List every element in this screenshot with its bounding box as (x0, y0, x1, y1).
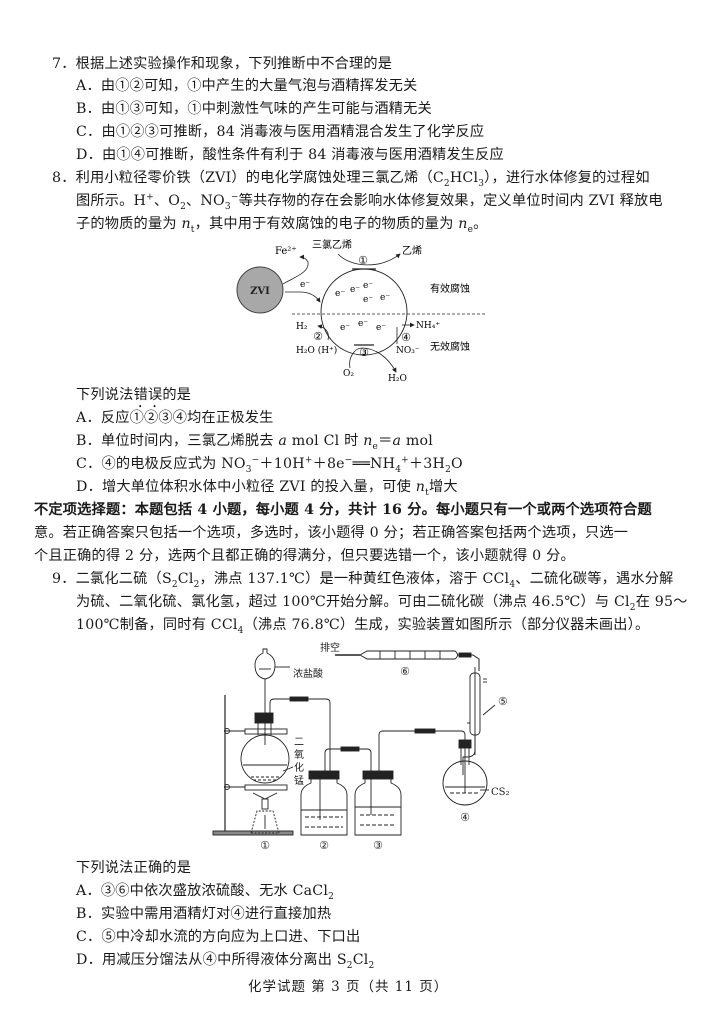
ineffective-corrosion-label: 无效腐蚀 (430, 340, 470, 353)
svg-text:⑥: ⑥ (400, 665, 410, 678)
q8-stem-line2: 图所示。H+、O2、NO3−等共存物的存在会影响水体修复效果，定义单位时间内 Z… (76, 192, 663, 212)
svg-text:②: ② (319, 839, 329, 850)
svg-text:③: ③ (359, 346, 369, 359)
q8-option-b: B．单位时间内，三氯乙烯脱去 a mol Cl 时 ne＝a mol (76, 433, 433, 452)
effective-corrosion-label: 有效腐蚀 (430, 282, 470, 295)
section-instructions-line3: 个且正确的得 2 分，选两个且都正确的得满分，但只要选错一个，该小题就得 0 分… (34, 548, 575, 564)
svg-text:e⁻: e⁻ (340, 323, 350, 333)
q7-option-b: B．由①③可知，①中刺激性气味的产生可能与酒精无关 (76, 101, 432, 117)
svg-text:e⁻: e⁻ (363, 281, 373, 291)
svg-text:NO₃⁻: NO₃⁻ (396, 346, 420, 356)
svg-text:e⁻: e⁻ (358, 319, 368, 329)
svg-text:①: ① (358, 254, 368, 267)
conc-hcl-label: 浓盐酸 (293, 667, 323, 680)
q9-option-d: D．用减压分馏法从④中所得液体分离出 S2Cl2 (76, 952, 375, 971)
mno2-label-2: 氧 (294, 748, 304, 761)
svg-text:e⁻: e⁻ (376, 323, 386, 333)
section-instructions-line2: 意。若正确答案只包括一个选项，多选时，该小题得 0 分；若正确答案包括两个选项，… (34, 525, 629, 541)
q8-stem-line1: 8．利用小粒径零价铁（ZVI）的电化学腐蚀处理三氯乙烯（C2HCl3），进行水体… (52, 170, 650, 189)
svg-text:④: ④ (460, 811, 470, 824)
svg-text:NH₄⁺: NH₄⁺ (416, 321, 440, 331)
q7-stem: 7．根据上述实验操作和现象，下列推断中不合理的是 (52, 56, 393, 72)
q7-option-d: D．由①④可推断，酸性条件有利于 84 消毒液与医用酒精发生反应 (76, 147, 504, 163)
q9-option-c: C．⑤中冷却水流的方向应为上口进、下口出 (76, 929, 361, 945)
svg-text:②: ② (313, 330, 323, 343)
q7-option-c: C．由①②③可推断，84 消毒液与医用酒精混合发生了化学反应 (76, 124, 485, 140)
svg-text:H₂O (H⁺): H₂O (H⁺) (296, 345, 337, 356)
svg-text:H₂O: H₂O (388, 374, 407, 382)
svg-text:e⁻: e⁻ (380, 293, 390, 303)
svg-text:⑤: ⑤ (498, 695, 508, 708)
q8-option-d: D．增大单位体积水体中小粒径 ZVI 的投入量，可使 nt增大 (76, 479, 458, 498)
exhaust-label: 排空 (320, 641, 340, 654)
svg-text:ZVI: ZVI (250, 286, 270, 297)
svg-text:e⁻: e⁻ (363, 295, 373, 305)
ethylene-label: 乙烯 (402, 244, 422, 257)
svg-text:①: ① (260, 839, 270, 850)
svg-text:e⁻: e⁻ (300, 280, 310, 290)
q9-option-a: A．③⑥中依次盛放浓硫酸、无水 CaCl2 (76, 883, 335, 902)
mno2-label-3: 化 (294, 761, 304, 774)
q8-stem-line3: 子的物质的量为 nt，其中用于有效腐蚀的电子的物质的量为 ne。 (76, 216, 488, 235)
cs2-label: CS₂ (491, 787, 510, 798)
q9-stem-line2: 为硫、二氧化硫、氯化氢，超过 100℃开始分解。可由二硫化碳（沸点 46.5℃）… (76, 594, 688, 613)
q9-question: 下列说法正确的是 (76, 860, 192, 876)
q8-option-c: C．④的电极反应式为 NO3−＋10H+＋8e−══NH4+＋3H2O (76, 455, 463, 475)
apparatus-diagram: 排空 ⑥ ⑤ CS₂ ④ ③ (205, 635, 525, 850)
svg-text:O₂: O₂ (343, 369, 354, 379)
svg-text:④: ④ (401, 331, 411, 344)
page-footer: 化学试题 第 3 页（共 11 页） (248, 979, 449, 995)
fe-ion-label: Fe²⁺ (275, 246, 297, 257)
q9-stem-line3: 100℃制备，同时有 CCl4（沸点 76.8℃）生成，实验装置如图所示（部分仪… (76, 617, 650, 636)
svg-text:③: ③ (373, 839, 383, 850)
q8-option-a: A．反应①②③④均在正极发生 (76, 410, 274, 426)
q8-question: 下列说法错误的是 (76, 387, 192, 403)
trichloroethylene-label: 三氯乙烯 (312, 238, 352, 251)
svg-text:H₂: H₂ (296, 322, 308, 332)
q9-stem-line1: 9．二氯化二硫（S2Cl2，沸点 137.1℃）是一种黄红色液体，溶于 CCl4… (52, 571, 674, 590)
q7-option-a: A．由①②可知，①中产生的大量气泡与酒精挥发无关 (76, 78, 418, 94)
svg-text:e⁻: e⁻ (350, 285, 360, 295)
zvi-corrosion-diagram: ZVI Fe²⁺ e⁻ e⁻ e⁻ e⁻ e⁻ e⁻ e⁻ e⁻ e⁻ 三氯乙烯… (230, 232, 500, 382)
q9-option-b: B．实验中需用酒精灯对④进行直接加热 (76, 906, 332, 922)
svg-text:e⁻: e⁻ (335, 289, 345, 299)
mno2-label-1: 二 (294, 737, 304, 748)
mno2-label-4: 锰 (294, 774, 304, 787)
section-instructions-line1: 不定项选择题：本题包括 4 小题，每小题 4 分，共计 16 分。每小题只有一个… (34, 502, 652, 518)
zvi-particle: ZVI (236, 266, 284, 314)
